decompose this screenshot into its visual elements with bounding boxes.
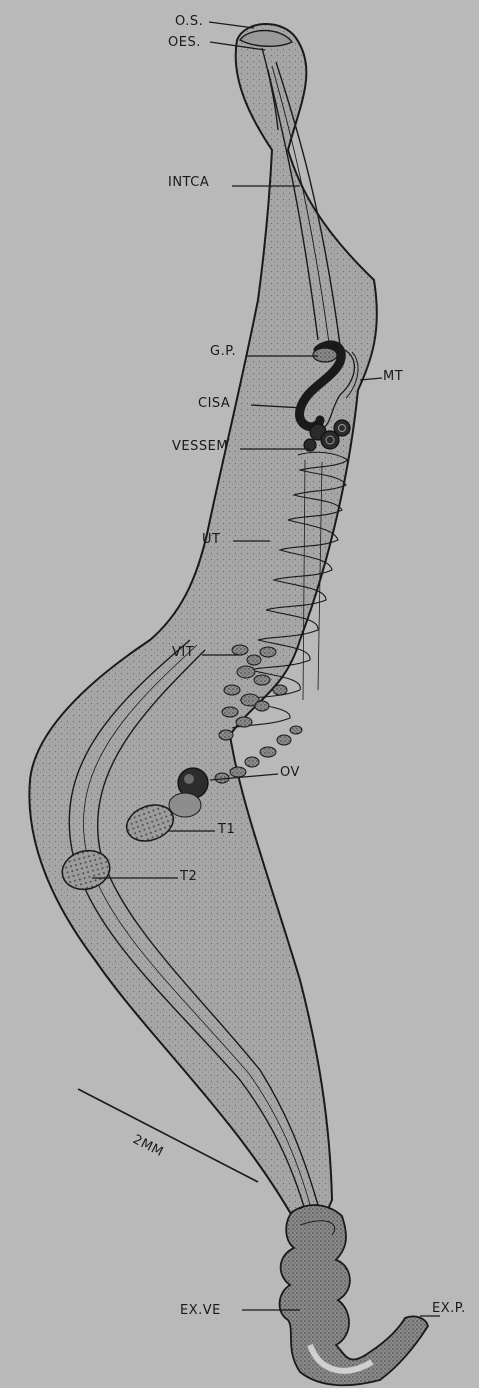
label-genital-pore: G.P. [210, 344, 236, 359]
label-cirrus-sac: CISA [198, 396, 230, 411]
label-oesophagus: OES. [168, 35, 201, 50]
label-vitellaria: VIT [172, 645, 194, 660]
label-testis-anterior: T1 [217, 822, 235, 837]
label-metraterm: MT [383, 369, 403, 384]
label-excretory-vesicle: EX.VE [180, 1303, 221, 1318]
label-intestinal-caeca: INTCA [168, 175, 209, 190]
genital-pore [313, 348, 337, 362]
label-uterus: UT [202, 532, 220, 547]
worm-body [29, 24, 376, 1238]
label-oral-sucker: O.S. [175, 14, 203, 29]
scale-label: 2MM [130, 1132, 166, 1160]
excretory-vesicle [280, 1205, 428, 1385]
label-seminal-vesicle: VESSEM [172, 439, 228, 454]
label-testis-posterior: T2 [179, 869, 197, 884]
label-excretory-pore: EX.P. [432, 1301, 466, 1316]
label-ovary: OV [280, 765, 300, 780]
